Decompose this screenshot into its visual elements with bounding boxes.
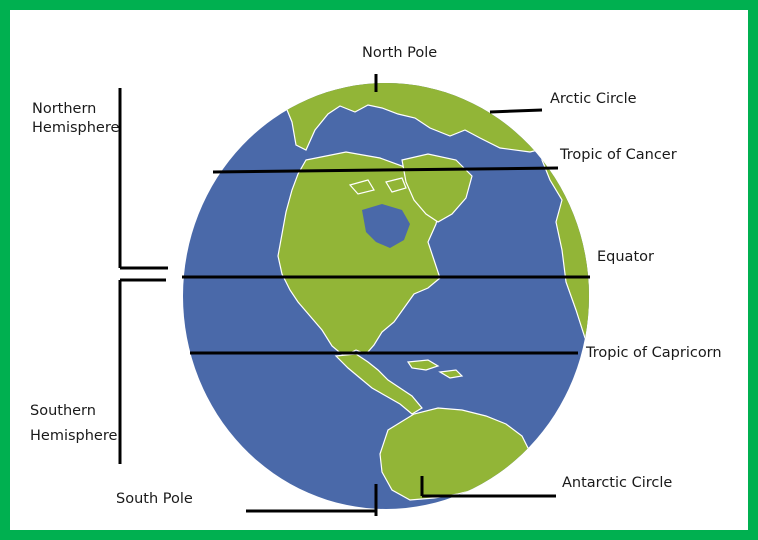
- equator-label: Equator: [597, 249, 654, 265]
- southern-hemisphere-label-line-1: Southern: [30, 403, 96, 419]
- tropic-of-cancer-line: [212, 166, 559, 174]
- tropic-of-cancer-label: Tropic of Cancer: [560, 147, 677, 163]
- earth-diagram: [118, 74, 590, 516]
- antarctic-circle-label: Antarctic Circle: [562, 475, 673, 491]
- caribbean-islands: [406, 359, 464, 379]
- hudson-bay: [362, 204, 410, 248]
- northern-hemisphere-label-line-2: Hemisphere: [32, 120, 120, 136]
- tropic-of-capricorn-label: Tropic of Capricorn: [586, 345, 722, 361]
- south-pole-label: South Pole: [116, 491, 193, 507]
- arctic-circle-pointer: [489, 108, 543, 114]
- arctic-circle-label: Arctic Circle: [550, 91, 637, 107]
- central-america-landmass: [334, 353, 423, 415]
- arctic-islands: [348, 177, 407, 195]
- northern-hemisphere-label-line-1: Northern: [32, 101, 97, 117]
- north-pole-label: North Pole: [362, 45, 438, 61]
- southern-hemisphere-label-line-2: Hemisphere: [30, 428, 118, 444]
